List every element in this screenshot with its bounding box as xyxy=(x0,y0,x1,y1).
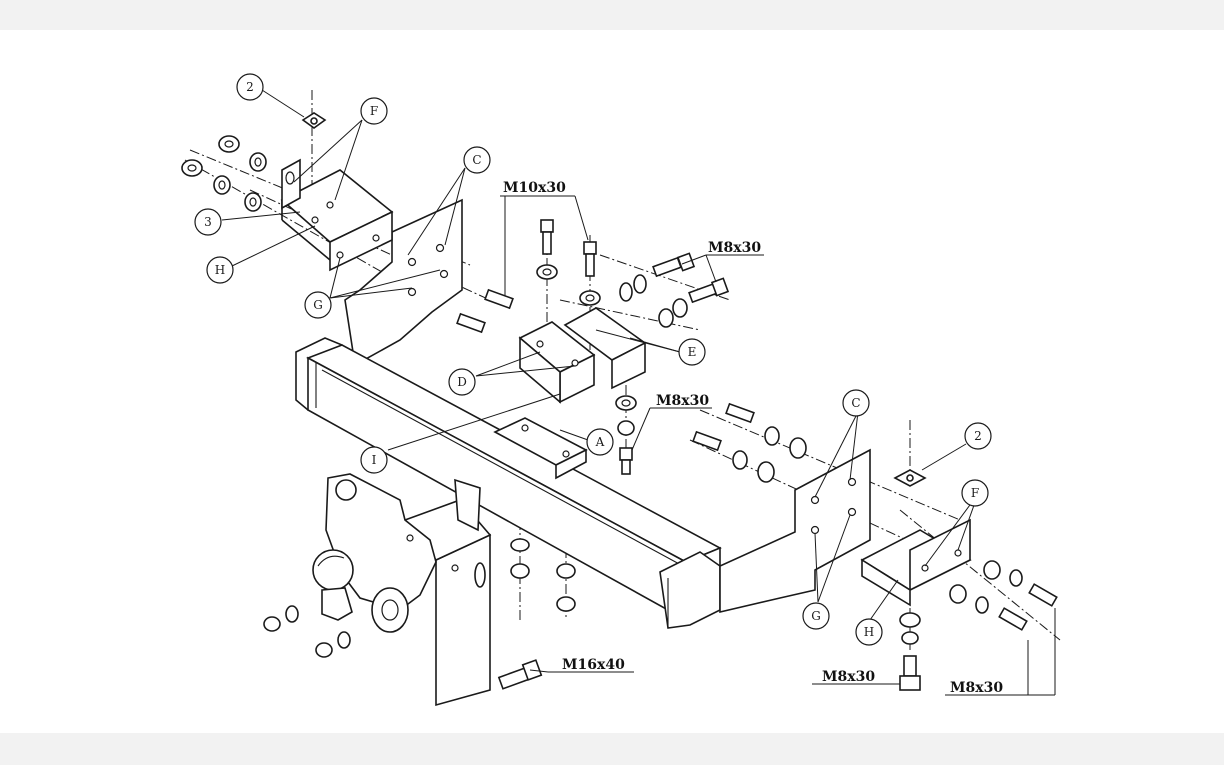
leader-lines xyxy=(221,89,1056,696)
callout-f-right: F xyxy=(961,479,989,507)
callout-g-left: G xyxy=(304,291,332,319)
callout-label: 3 xyxy=(204,215,212,229)
callout-label: F xyxy=(370,104,378,118)
bolt-spec-label: M8x30 xyxy=(822,669,875,685)
callout-label: A xyxy=(595,435,605,449)
towbar-exploded-diagram: 2 F C 3 H G D E A I C 2 xyxy=(181,73,1061,707)
bolt-spec-label: M8x30 xyxy=(950,680,1003,696)
callout-label: C xyxy=(472,153,481,167)
diagram-page: 2 F C 3 H G D E A I C 2 xyxy=(0,30,1224,733)
callout-label: D xyxy=(457,375,467,389)
callout-h-right: H xyxy=(855,618,883,646)
left-side-bracket xyxy=(280,158,463,367)
left-fasteners xyxy=(181,112,327,212)
callout-label: H xyxy=(864,625,874,639)
right-side-bracket xyxy=(719,448,972,614)
callout-label: G xyxy=(313,298,323,312)
callout-3-left: 3 xyxy=(194,208,222,236)
callout-label: H xyxy=(215,263,225,277)
callout-label: G xyxy=(811,609,821,623)
callout-h-left: H xyxy=(206,256,234,284)
callout-e: E xyxy=(678,338,706,366)
towball-assembly xyxy=(263,473,576,707)
callout-label: C xyxy=(851,396,860,410)
callout-2-right: 2 xyxy=(964,422,992,450)
callout-c-left: C xyxy=(463,146,491,174)
bolt-spec-label: M16x40 xyxy=(562,657,625,673)
callout-f-left: F xyxy=(360,97,388,125)
callout-2-left: 2 xyxy=(236,73,264,101)
callout-g-right: G xyxy=(802,602,830,630)
center-brackets xyxy=(493,307,647,480)
callout-a: A xyxy=(586,428,614,456)
right-fasteners xyxy=(692,402,1058,691)
callout-label: 2 xyxy=(246,80,254,94)
callout-label: I xyxy=(372,453,377,467)
callout-label: E xyxy=(688,345,697,359)
callout-d: D xyxy=(448,368,476,396)
main-cross-beam xyxy=(295,337,722,629)
bolt-spec-label: M8x30 xyxy=(656,393,709,409)
bolt-spec-label: M10x30 xyxy=(503,180,566,196)
callout-label: F xyxy=(971,486,979,500)
bolt-spec-label: M8x30 xyxy=(708,240,761,256)
callout-i: I xyxy=(360,446,388,474)
callout-c-right: C xyxy=(842,389,870,417)
callout-label: 2 xyxy=(974,429,982,443)
